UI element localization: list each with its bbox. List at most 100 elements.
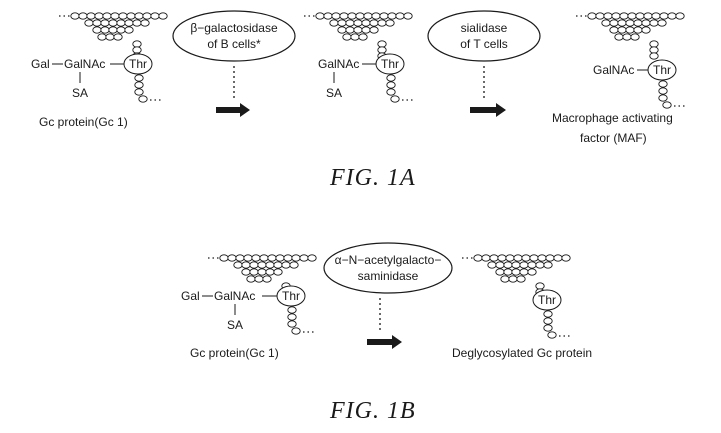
chain-bead (495, 268, 505, 276)
enzyme-name-line2: of T cells (460, 37, 508, 51)
chain-bead (124, 19, 134, 27)
chain-bead (138, 95, 148, 103)
chain-bead (219, 254, 229, 262)
galnac-label: GalNAc (318, 57, 359, 71)
chain-bead (100, 26, 110, 34)
chain-bead (281, 261, 291, 269)
chain-bead (287, 306, 297, 314)
reaction-arrow (216, 103, 250, 117)
chain-bead (553, 254, 563, 262)
chain-bead (390, 95, 400, 103)
chain-bead (337, 19, 347, 27)
galnac-label: GalNAc (64, 57, 105, 71)
chain-bead (361, 26, 371, 34)
chain-bead (630, 33, 640, 41)
chain-bead (142, 12, 152, 20)
chain-bead (150, 12, 160, 20)
deglycosylated-structure: Thr Deglycosylated Gc protein (452, 254, 592, 360)
chain-bead (625, 26, 635, 34)
chain-bead (124, 26, 134, 34)
chain-bead (132, 46, 142, 54)
thr-label: Thr (129, 57, 147, 71)
chain-bead (105, 33, 115, 41)
chain-bead (473, 254, 483, 262)
chain-bead (241, 268, 251, 276)
chain-bead (503, 268, 513, 276)
chain-bead (627, 12, 637, 20)
chain-bead (113, 33, 123, 41)
chain-bead (643, 12, 653, 20)
chain-bead (371, 12, 381, 20)
enzyme-ellipse (172, 10, 296, 62)
chain-bead (249, 268, 259, 276)
chain-bead (126, 12, 136, 20)
maf-structure: Thr GalNAc Macrophage activating factor … (552, 12, 686, 145)
chain-bead (140, 19, 150, 27)
chain-bead (331, 12, 341, 20)
chain-bead (377, 40, 387, 48)
chain-bead (291, 327, 301, 335)
enzyme-name-line2: saminidase (358, 269, 419, 283)
protein-chain (304, 12, 413, 60)
deglycosylated-label: Deglycosylated Gc protein (452, 346, 592, 360)
chain-bead (273, 261, 283, 269)
chain-bead (100, 19, 110, 27)
chain-bead (385, 19, 395, 27)
chain-bead (92, 19, 102, 27)
chain-bead (529, 254, 539, 262)
gal-label: Gal (181, 289, 200, 303)
chain-bead (386, 81, 396, 89)
chain-bead (227, 254, 237, 262)
chain-bead (377, 19, 387, 27)
enzyme-ellipse (427, 10, 541, 62)
gc-protein-structure: Thr Gal GalNAc SA Gc protein(Gc 1) (31, 12, 168, 129)
sa-label: SA (72, 86, 88, 100)
chain-bead (291, 254, 301, 262)
figure-caption: FIG. 1B (329, 398, 416, 424)
chain-bead (545, 254, 555, 262)
chain-bead (315, 12, 325, 20)
enzyme-name-line1: sialidase (461, 21, 508, 35)
chain-bead (603, 12, 613, 20)
chain-bead (241, 261, 251, 269)
chain-bead (353, 19, 363, 27)
chain-bead (667, 12, 677, 20)
chain-bead (116, 19, 126, 27)
chain-bead (355, 12, 365, 20)
maf-label-line1: Macrophage activating (552, 111, 673, 125)
reaction-arrow (470, 103, 506, 117)
chain-bead (377, 46, 387, 54)
chain-bead (86, 12, 96, 20)
chain-bead (625, 19, 635, 27)
chain-bead (537, 254, 547, 262)
chain-bead (649, 19, 659, 27)
chain-bead (508, 275, 518, 283)
chain-bead (658, 80, 668, 88)
chain-bead (619, 12, 629, 20)
chain-bead (611, 12, 621, 20)
chain-bead (519, 268, 529, 276)
chain-bead (543, 261, 553, 269)
chain-bead (132, 19, 142, 27)
enzyme-name-line1: α−N−acetylgalacto− (335, 253, 442, 267)
gc-protein-structure: Thr Gal GalNAc SA Gc protein(Gc 1) (181, 254, 317, 360)
chain-bead (257, 261, 267, 269)
alpha-n-acetylgalactosaminidase-enzyme: α−N−acetylgalacto− saminidase (323, 242, 453, 349)
chain-bead (662, 101, 672, 109)
chain-bead (649, 52, 659, 60)
chain-bead (299, 254, 309, 262)
chain-bead (675, 12, 685, 20)
chain-bead (527, 268, 537, 276)
chain-bead (363, 12, 373, 20)
chain-bead (350, 33, 360, 41)
chain-bead (369, 19, 379, 27)
protein-chain (59, 12, 168, 60)
galnac-label: GalNAc (593, 63, 634, 77)
chain-bead (287, 313, 297, 321)
chain-bead (387, 12, 397, 20)
chain-bead (505, 254, 515, 262)
chain-bead (323, 12, 333, 20)
chain-bead (233, 261, 243, 269)
chain-bead (516, 275, 526, 283)
chain-bead (134, 12, 144, 20)
